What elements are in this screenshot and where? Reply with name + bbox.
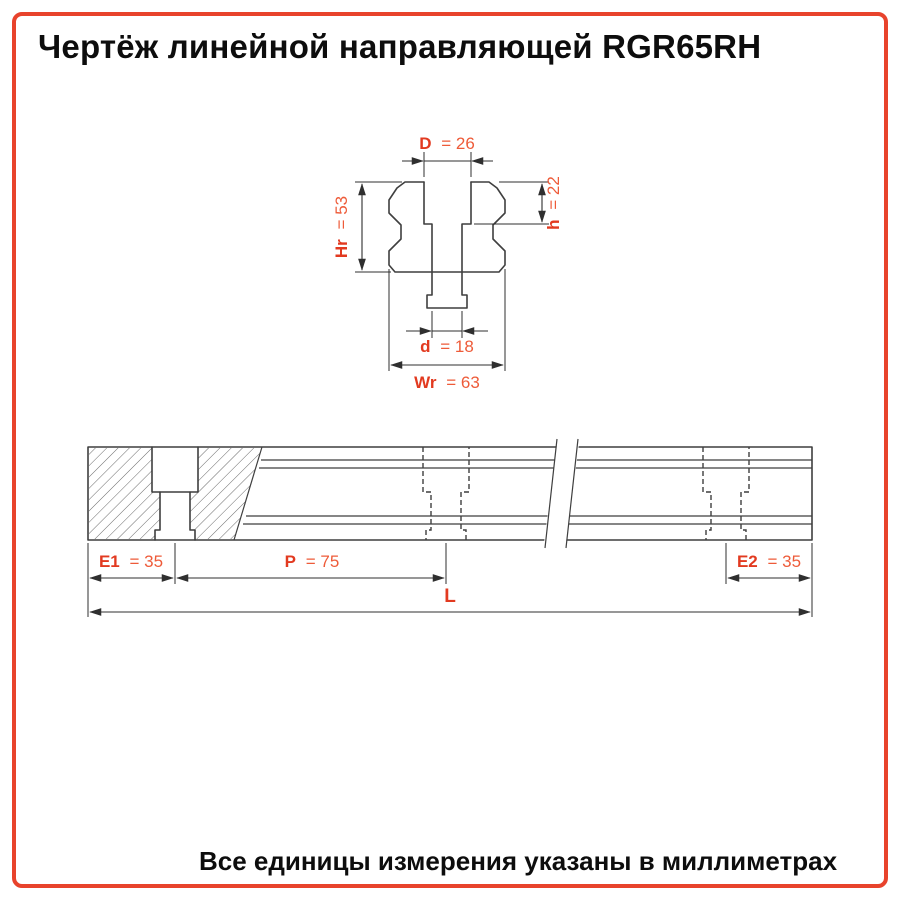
extension-lines bbox=[87, 543, 813, 617]
dimension-P-label: P = 75 bbox=[285, 552, 340, 571]
mounting-hole-right bbox=[702, 446, 750, 541]
units-note: Все единицы измерения указаны в миллимет… bbox=[198, 846, 838, 876]
dimension-d: d = 18 bbox=[406, 311, 488, 356]
dimension-E1: E1 = 35 bbox=[89, 552, 174, 582]
rail-profile-outline bbox=[388, 181, 506, 273]
dimension-P: P = 75 bbox=[176, 552, 445, 582]
dimension-Hr-label: Hr = 53 bbox=[332, 196, 351, 258]
mounting-hole-middle bbox=[422, 446, 470, 541]
page-title: Чертёж линейной направляющей RGR65RH bbox=[38, 28, 762, 65]
dimension-Hr: Hr = 53 bbox=[332, 181, 402, 273]
dimension-E2: E2 = 35 bbox=[727, 552, 811, 582]
dimension-L-label: L bbox=[444, 586, 456, 607]
mounting-hole-section bbox=[423, 181, 472, 309]
dimension-E2-label: E2 = 35 bbox=[737, 552, 801, 571]
dimension-E1-label: E1 = 35 bbox=[99, 552, 163, 571]
rail-side-outline bbox=[87, 446, 813, 541]
dimension-D-label: D = 26 bbox=[419, 134, 475, 153]
cross-section-view: D = 26 h = 22 Hr bbox=[332, 134, 563, 392]
dimension-h-label: h = 22 bbox=[544, 176, 563, 230]
side-view: E1 = 35 P = 75 E2 = 35 bbox=[87, 438, 813, 617]
dimension-h: h = 22 bbox=[474, 176, 563, 230]
dimension-d-label: d = 18 bbox=[420, 337, 474, 356]
break-gap bbox=[544, 444, 579, 543]
groove-lines bbox=[243, 459, 812, 525]
dimension-Wr-label: Wr = 63 bbox=[414, 373, 480, 392]
dimension-D: D = 26 bbox=[402, 134, 493, 177]
section-boundary bbox=[233, 446, 263, 541]
mounting-hole-first bbox=[151, 446, 199, 541]
dimension-L: L bbox=[89, 586, 811, 616]
break-line-left bbox=[544, 438, 558, 549]
break-line-right bbox=[565, 438, 579, 549]
dimension-Wr: Wr = 63 bbox=[388, 269, 506, 392]
